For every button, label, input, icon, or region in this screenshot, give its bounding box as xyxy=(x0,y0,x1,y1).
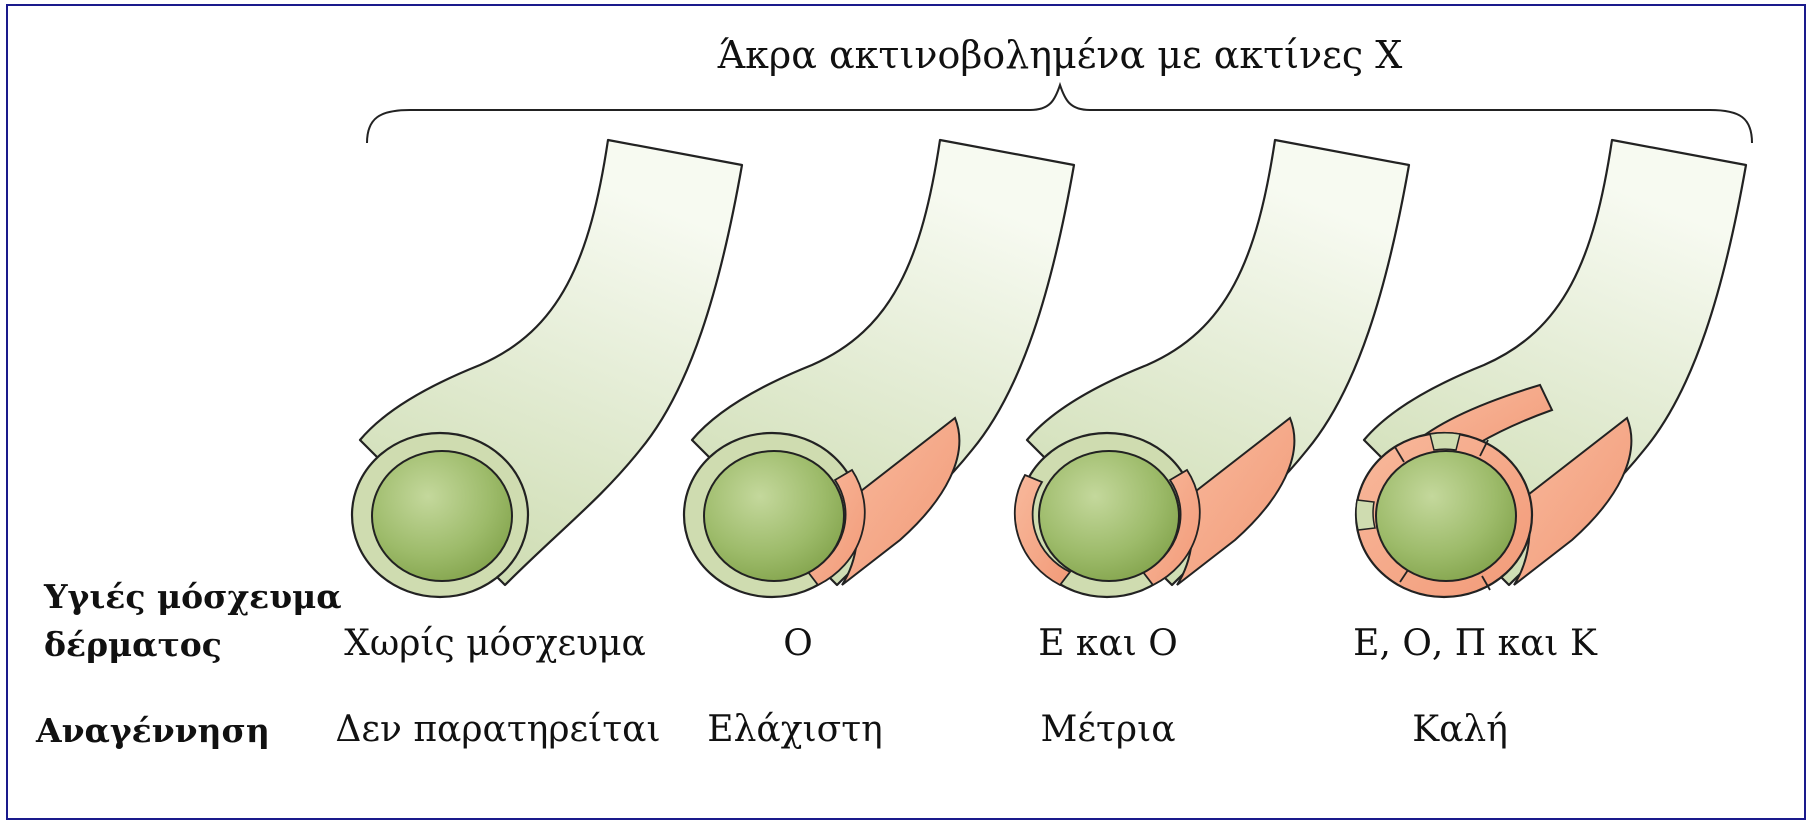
col2-regeneration: Ελάχιστη xyxy=(707,712,882,748)
col4-graft: Ε, Ο, Π και Κ xyxy=(1353,626,1597,662)
col1-graft: Χωρίς μόσχευμα xyxy=(344,626,646,662)
limb-no-graft xyxy=(352,140,742,597)
limb-graft-e-o xyxy=(1015,140,1409,597)
row-label-graft-line2: δέρματος xyxy=(44,628,222,661)
row-label-graft-line1: Υγιές μόσχευμα xyxy=(44,580,342,613)
col1-regeneration: Δεν παρατηρείται xyxy=(335,712,660,748)
row-label-regeneration: Αναγέννηση xyxy=(36,714,270,747)
diagram-title: Άκρα ακτινοβολημένα με ακτίνες Χ xyxy=(718,36,1403,74)
limb-graft-e-o-p-k xyxy=(1356,140,1746,597)
col4-regeneration: Καλή xyxy=(1412,712,1508,748)
brace xyxy=(367,85,1752,143)
col2-graft: Ο xyxy=(783,626,813,662)
col3-graft: Ε και Ο xyxy=(1038,626,1178,662)
col3-regeneration: Μέτρια xyxy=(1040,712,1175,748)
